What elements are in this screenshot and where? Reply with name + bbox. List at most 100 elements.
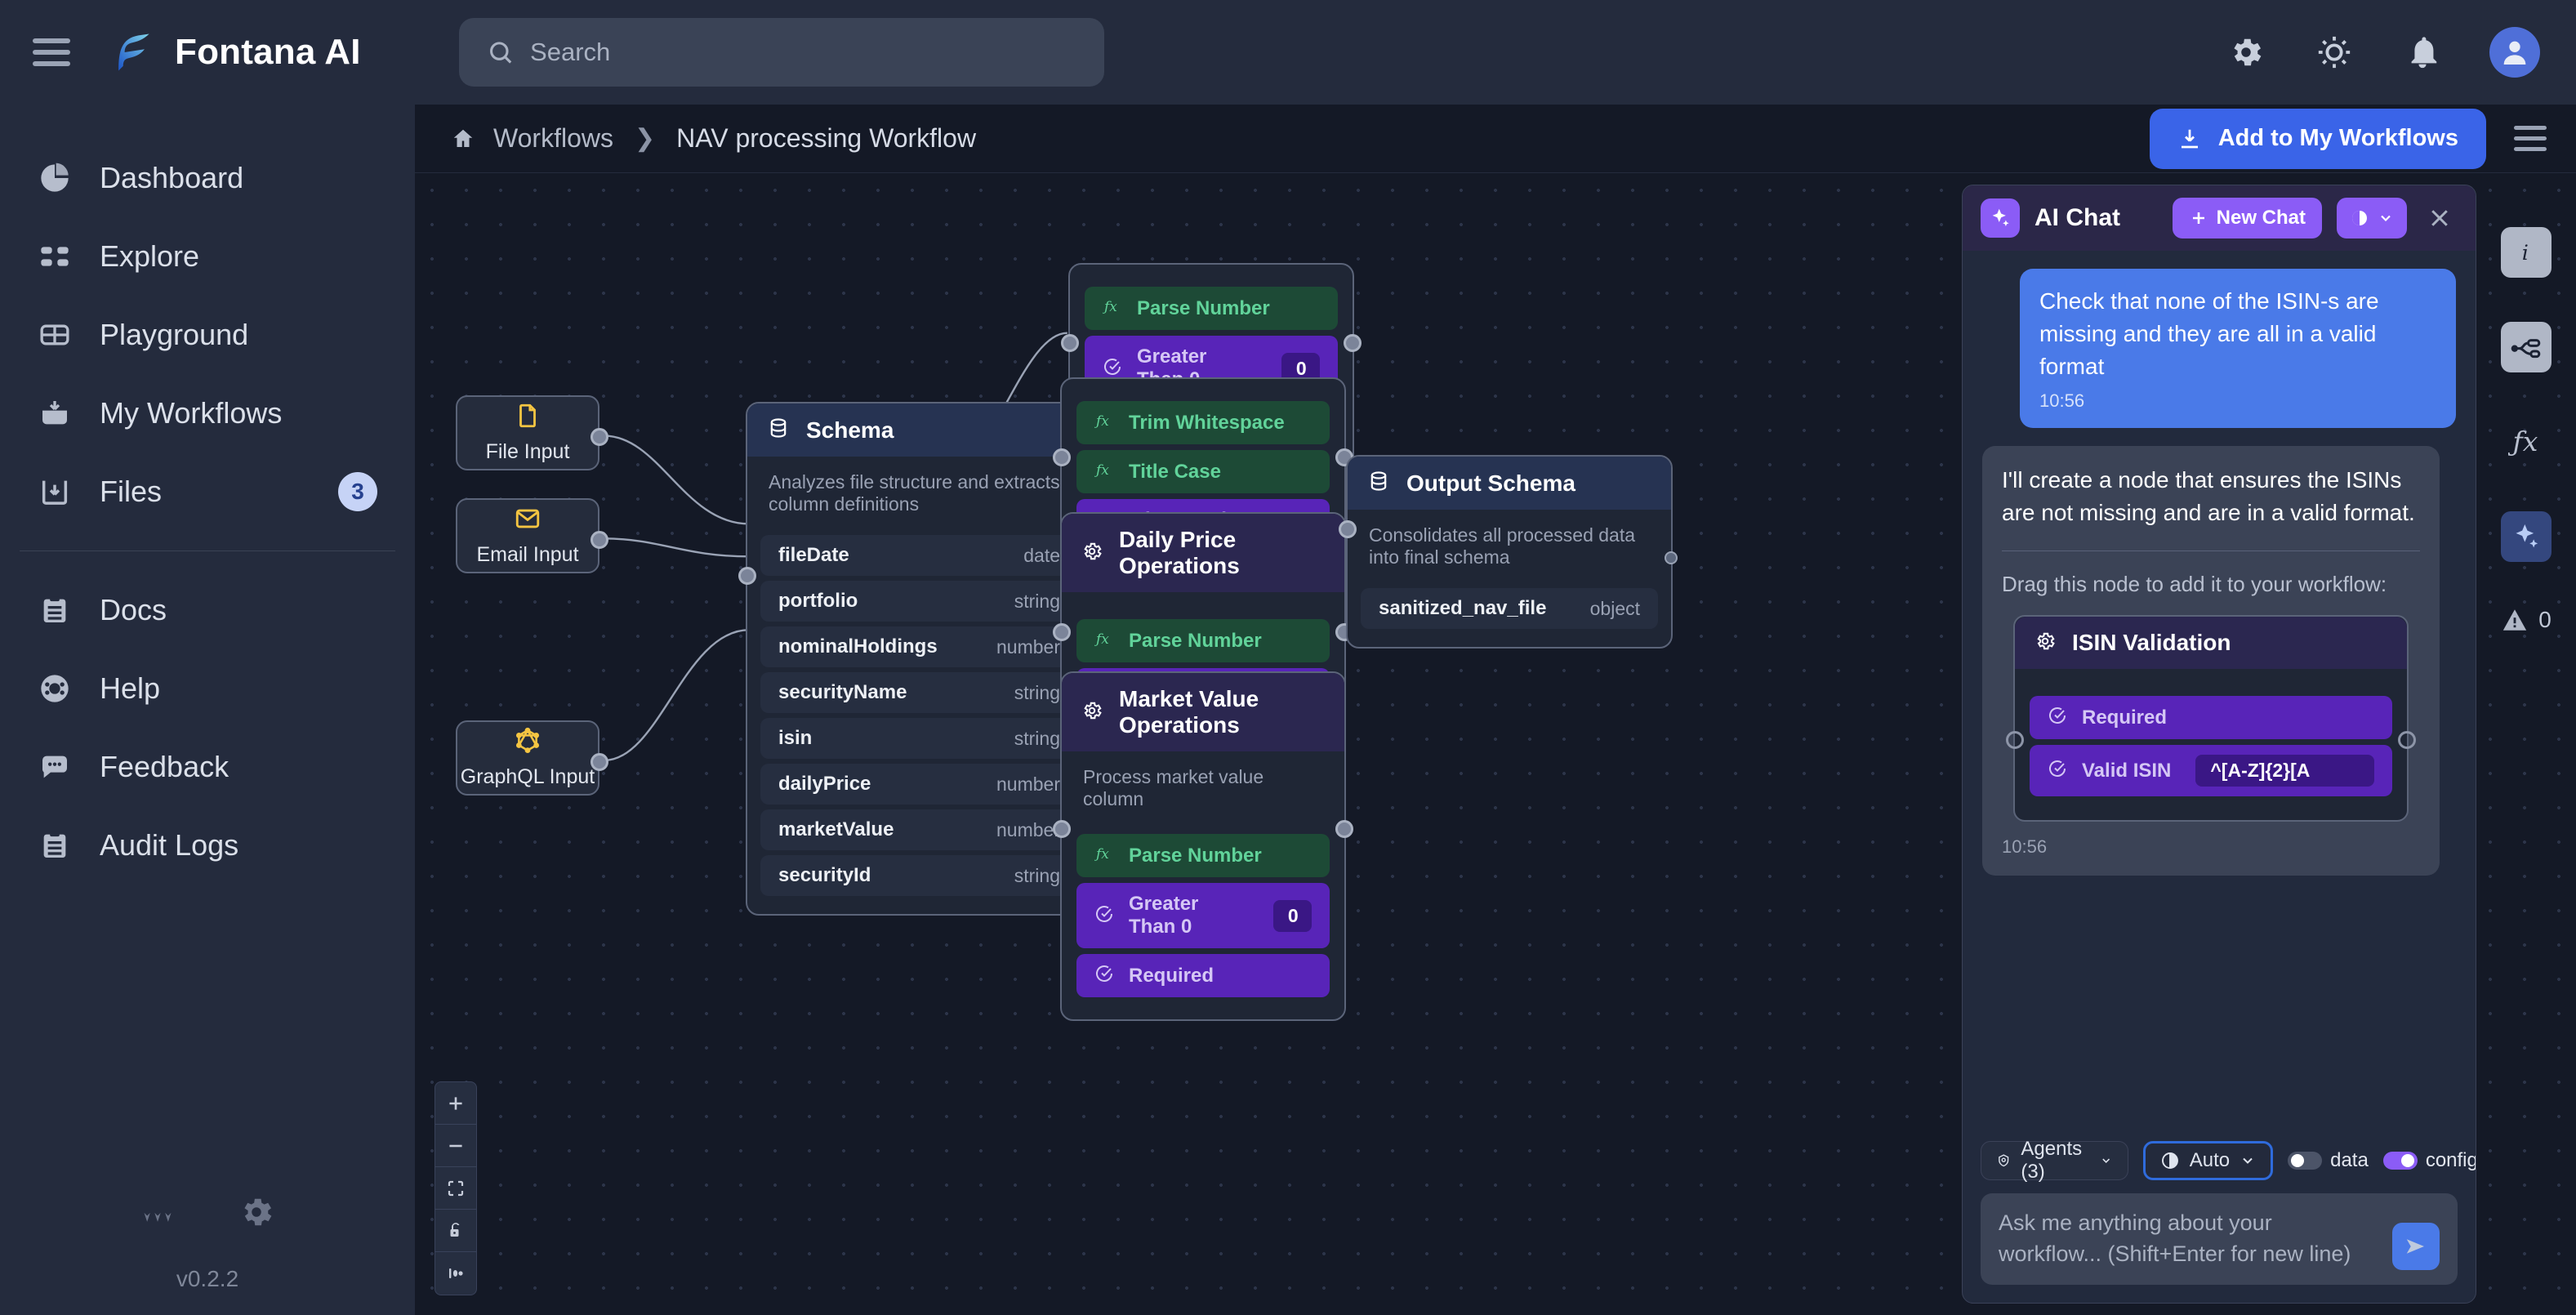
sidebar-item-my-workflows[interactable]: My Workflows <box>0 374 415 452</box>
sidebar-item-docs[interactable]: Docs <box>0 571 415 649</box>
node-graphql-input[interactable]: GraphQL Input <box>456 720 608 796</box>
input-port[interactable] <box>1339 520 1357 538</box>
notifications-icon[interactable] <box>2401 31 2444 74</box>
input-port[interactable] <box>2006 731 2024 750</box>
toggle-config-switch[interactable] <box>2382 1152 2418 1170</box>
schema-field-row[interactable]: nominalHoldings number <box>760 626 1078 667</box>
workflow-overflow-menu[interactable] <box>2514 126 2547 151</box>
sidebar-item-files[interactable]: Files 3 <box>0 452 415 531</box>
output-port[interactable] <box>1344 334 1362 352</box>
schema-field-row[interactable]: marketValue number <box>760 809 1078 850</box>
node-fields: sanitized_nav_file object <box>1348 575 1671 647</box>
node-file-input[interactable]: File Input <box>456 395 608 470</box>
sidebar-item-help[interactable]: Help <box>0 649 415 728</box>
gear-icon <box>2035 631 2056 656</box>
sliders-icon[interactable] <box>140 1193 176 1235</box>
sidebar-item-feedback[interactable]: Feedback <box>0 728 415 806</box>
new-chat-label: New Chat <box>2216 207 2306 229</box>
op-row-trim-whitespace[interactable]: ƒx Trim Whitespace <box>1076 401 1330 444</box>
input-port[interactable] <box>1053 623 1071 641</box>
output-port[interactable] <box>591 531 608 549</box>
op-row-required[interactable]: Required <box>2030 696 2392 740</box>
op-row-parse-number[interactable]: ƒx Parse Number <box>1085 287 1338 330</box>
schema-field-row[interactable]: sanitized_nav_file object <box>1361 588 1658 629</box>
schema-field-row[interactable]: securityId string <box>760 855 1078 896</box>
info-icon[interactable]: i <box>2501 227 2551 278</box>
sidebar-item-dashboard[interactable]: Dashboard <box>0 139 415 217</box>
op-value[interactable]: ^[A-Z]{2}[A <box>2195 755 2374 787</box>
sidebar-item-audit-logs[interactable]: Audit Logs <box>0 806 415 885</box>
op-label: Required <box>1129 964 1214 987</box>
search-box[interactable] <box>458 18 1104 87</box>
download-icon <box>2177 127 2202 151</box>
input-port[interactable] <box>1053 448 1071 466</box>
node-schema[interactable]: Schema Analyzes file structure and extra… <box>738 402 1098 916</box>
search-input[interactable] <box>530 38 1076 67</box>
minimap-icon[interactable] <box>435 1252 476 1295</box>
node-email-input[interactable]: Email Input <box>456 498 608 573</box>
unlock-icon[interactable] <box>435 1210 476 1252</box>
home-icon[interactable] <box>451 127 475 151</box>
schema-field-row[interactable]: dailyPrice number <box>760 764 1078 805</box>
op-row-valid-isin[interactable]: Valid ISIN ^[A-Z]{2}[A <box>2030 745 2392 797</box>
zoom-in-button[interactable] <box>435 1082 476 1125</box>
hamburger-icon[interactable] <box>33 38 70 66</box>
fx-icon[interactable]: ƒx <box>2501 417 2551 467</box>
node-market-value-operations[interactable]: Market Value Operations Process market v… <box>1053 671 1353 1021</box>
field-type: number <box>996 635 1060 658</box>
flow-icon[interactable] <box>2501 322 2551 372</box>
fit-view-button[interactable] <box>435 1167 476 1210</box>
agents-selector[interactable]: Agents (3) <box>1981 1138 2128 1183</box>
op-row-parse-number[interactable]: ƒx Parse Number <box>1076 834 1330 877</box>
zoom-out-button[interactable] <box>435 1125 476 1167</box>
contrast-icon <box>2161 1152 2178 1170</box>
message-time: 10:56 <box>2039 390 2085 412</box>
gear-icon[interactable] <box>238 1193 275 1235</box>
input-port[interactable] <box>1061 334 1079 352</box>
chat-history-button[interactable] <box>2337 198 2407 238</box>
schema-field-row[interactable]: securityName string <box>760 672 1078 713</box>
output-port[interactable] <box>591 753 608 771</box>
op-row-parse-number[interactable]: ƒx Parse Number <box>1076 619 1330 662</box>
validation-warning[interactable]: 0 <box>2501 606 2551 634</box>
sparkles-icon[interactable] <box>2501 511 2551 562</box>
node-output-schema[interactable]: Output Schema Consolidates all processed… <box>1339 455 1678 649</box>
chat-composer[interactable]: Ask me anything about your workflow... (… <box>1981 1193 2458 1285</box>
top-bar: Fontana AI <box>0 0 2576 105</box>
toggle-config[interactable]: config <box>2382 1149 2476 1172</box>
avatar[interactable] <box>2489 27 2540 78</box>
add-to-my-workflows-button[interactable]: Add to My Workflows <box>2149 108 2486 169</box>
settings-icon[interactable] <box>2225 31 2267 74</box>
op-row-required[interactable]: Required <box>1076 954 1330 997</box>
svg-text:ƒx: ƒx <box>2508 426 2538 457</box>
output-port[interactable] <box>591 428 608 446</box>
message-time: 10:56 <box>2002 836 2048 858</box>
theme-icon[interactable] <box>2313 31 2355 74</box>
mode-selector[interactable]: Auto <box>2142 1141 2274 1181</box>
composer-placeholder[interactable]: Ask me anything about your workflow... (… <box>1999 1210 2351 1267</box>
sidebar-item-playground[interactable]: Playground <box>0 296 415 374</box>
toggle-data-switch[interactable] <box>2288 1152 2323 1170</box>
sidebar-item-explore[interactable]: Explore <box>0 217 415 296</box>
op-row-title-case[interactable]: ƒx Title Case <box>1076 450 1330 493</box>
schema-field-row[interactable]: isin string <box>760 718 1078 759</box>
close-icon[interactable] <box>2422 200 2458 236</box>
input-port[interactable] <box>1053 820 1071 838</box>
op-value[interactable]: 0 <box>1272 899 1312 932</box>
new-chat-button[interactable]: New Chat <box>2172 198 2322 238</box>
input-port[interactable] <box>738 567 756 585</box>
node-fields: fileDate date portfolio string nominalHo… <box>747 522 1091 914</box>
lifebuoy-icon <box>38 671 72 706</box>
toggle-data[interactable]: data <box>2288 1149 2369 1172</box>
workflow-canvas[interactable]: File Input Email Input GraphQL Input <box>415 173 2576 1315</box>
schema-field-row[interactable]: fileDate date <box>760 535 1078 576</box>
field-output-port[interactable] <box>1665 551 1678 564</box>
draggable-node-isin-validation[interactable]: ISIN Validation Required Va <box>2006 615 2416 822</box>
send-button[interactable] <box>2392 1223 2440 1270</box>
node-description: Consolidates all processed data into fin… <box>1369 524 1636 568</box>
breadcrumb-parent[interactable]: Workflows <box>493 123 613 153</box>
output-port[interactable] <box>1335 820 1353 838</box>
schema-field-row[interactable]: portfolio string <box>760 581 1078 622</box>
op-row-greater-than[interactable]: Greater Than 0 0 <box>1076 883 1330 948</box>
output-port[interactable] <box>2398 731 2416 750</box>
